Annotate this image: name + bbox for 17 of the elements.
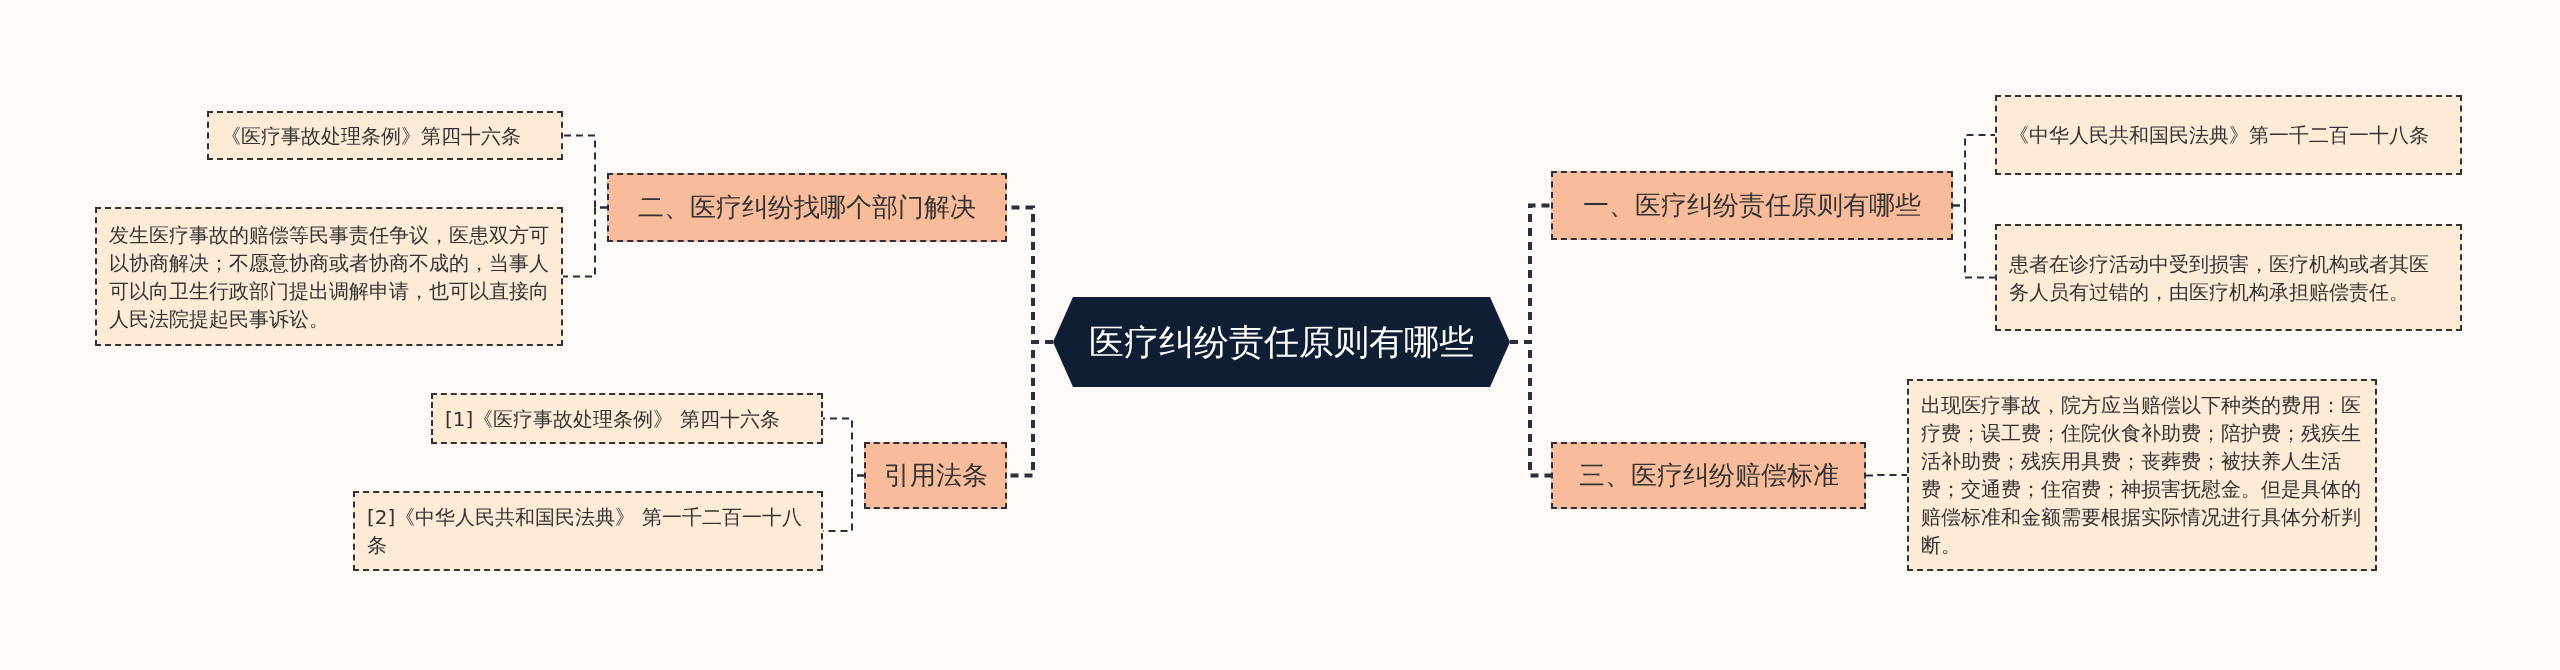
note-box: 《医疗事故处理条例》第四十六条 — [207, 111, 563, 160]
connector — [1865, 474, 1908, 477]
note-box: 出现医疗事故，院方应当赔偿以下种类的费用：医疗费；误工费；住院伙食补助费；陪护费；残疾生活补助费；残疾用具费；丧葬费；被扶养人生活费；交通费；住宿费；神损害抚慰金。但是具体的赔偿标准和金额需要根据实际情况进行具体分析判断。 — [1907, 379, 2377, 571]
connector — [562, 206, 608, 278]
note-box: 发生医疗事故的赔偿等民事责任争议，医患双方可以协商解决；不愿意协商或者协商不成的，当事人可以向卫生行政部门提出调解申请，也可以直接向人民法院提起民事诉讼。 — [95, 207, 563, 346]
topic-box: 三、医疗纠纷赔偿标准 — [1551, 442, 1866, 509]
connector — [1952, 204, 1996, 279]
topic-box: 一、医疗纠纷责任原则有哪些 — [1551, 171, 1953, 240]
topic-text: 医疗纠纷责任原则有哪些 — [1089, 320, 1474, 364]
topic-box: 二、医疗纠纷找哪个部门解决 — [607, 173, 1007, 242]
central-topic — [1053, 297, 1510, 387]
note-box: 患者在诊疗活动中受到损害，医疗机构或者其医务人员有过错的，由医疗机构承担赔偿责任。 — [1995, 224, 2462, 331]
connector — [1510, 340, 1551, 478]
note-box: [1]《医疗事故处理条例》 第四十六条 — [431, 393, 823, 444]
note-box: 《中华人民共和国民法典》第一千二百一十八条 — [1995, 95, 2462, 175]
topic-box: 引用法条 — [864, 442, 1007, 509]
note-box: [2]《中华人民共和国民法典》 第一千二百一十八条 — [353, 491, 823, 571]
